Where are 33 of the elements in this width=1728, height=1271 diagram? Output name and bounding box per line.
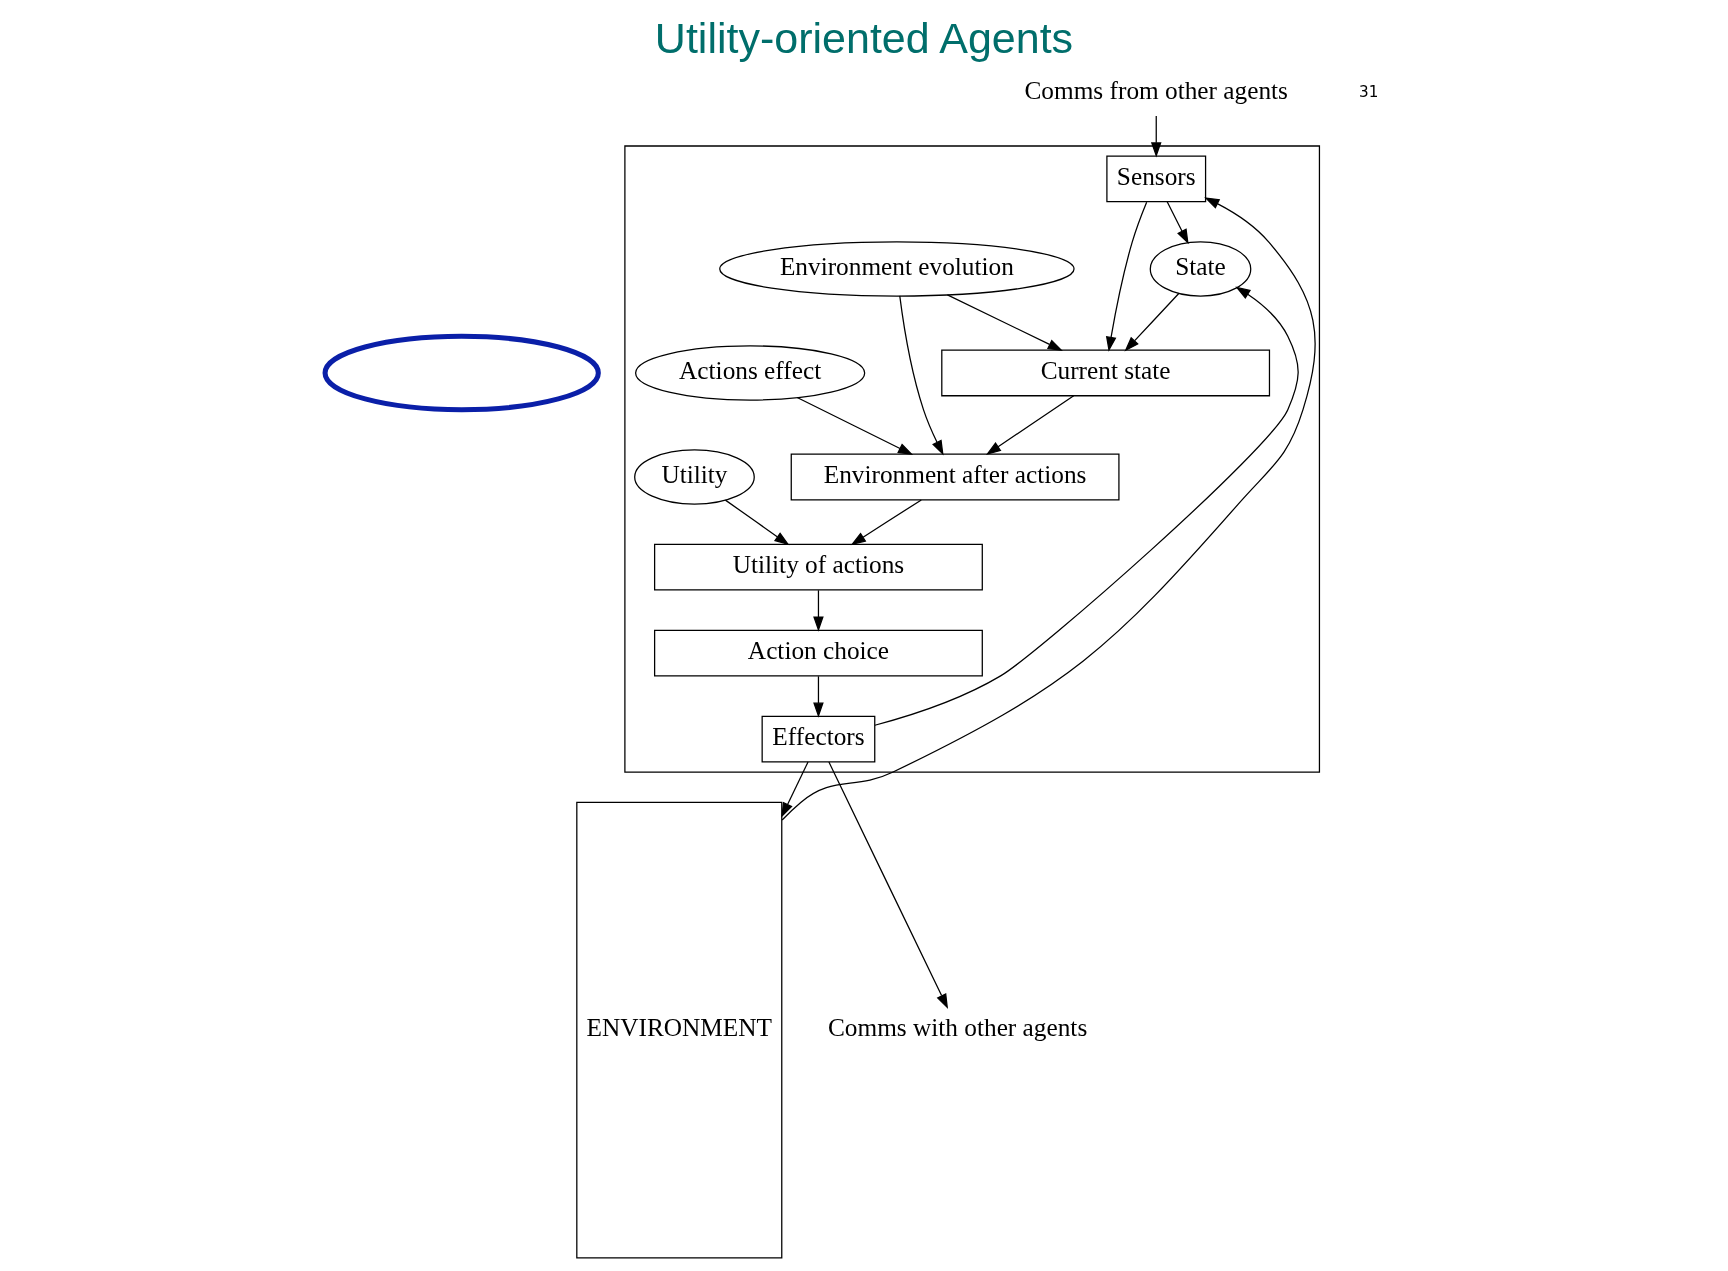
arrow [1105,201,1148,352]
arrow [874,286,1299,726]
arrow [796,396,914,455]
node-ellipse: Environment evolution [719,241,1075,297]
node-box: Utility of actions [654,543,983,591]
diagram-title: Utility-oriented Agents [654,13,1074,62]
node-box: Environment after actions [790,453,1120,501]
node-ellipse: State [1149,241,1252,297]
arrow [1124,292,1180,352]
node-box: ENVIRONMENT [576,801,783,1259]
arrow [985,395,1075,455]
node-ellipse: Utility [634,449,755,505]
arrow [781,197,1316,821]
node-text: Comms with other agents [827,1013,1088,1042]
node-text: Comms from other agents [1024,76,1288,105]
arrow [850,499,922,546]
node-box: Current state [941,349,1271,397]
cluster [624,145,1321,773]
arrow [724,499,790,546]
arrow [828,761,949,1010]
node-box: Action choice [654,629,983,677]
arrow [946,294,1063,351]
node-ellipse [322,333,601,413]
node-box: Effectors [761,715,876,763]
arrow [1166,201,1189,245]
arrow [813,675,824,718]
node-ellipse: Actions effect [635,345,866,401]
label: 31 [1359,82,1379,101]
arrow [899,295,944,456]
arrow [813,589,824,632]
arrow [1150,115,1162,158]
node-box: Sensors [1106,155,1207,203]
arrow [781,761,809,818]
